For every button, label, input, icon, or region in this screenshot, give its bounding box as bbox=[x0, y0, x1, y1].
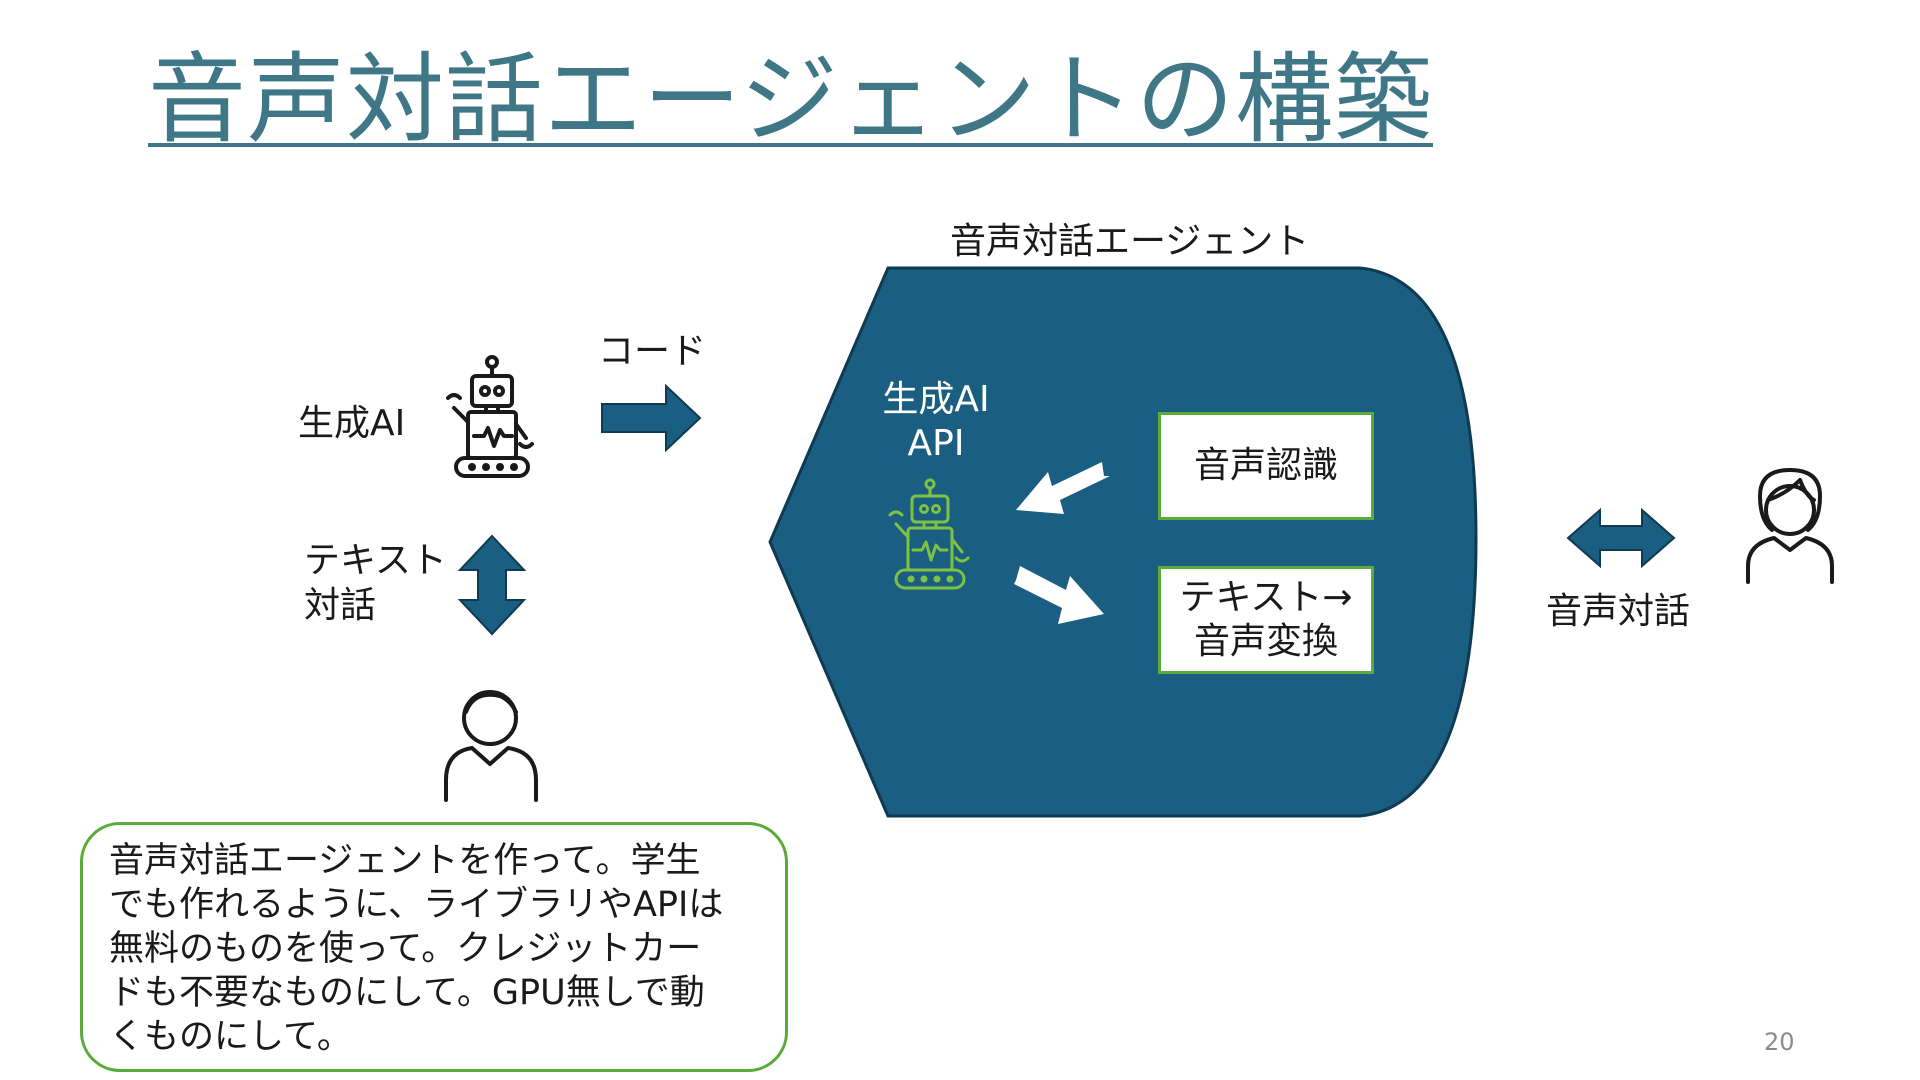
code-label: コード bbox=[598, 331, 707, 372]
text-chat-label-line: 対話 bbox=[304, 585, 377, 626]
robot-icon bbox=[446, 355, 534, 478]
text-to-speech-label: テキスト→ 音声変換 bbox=[1179, 576, 1352, 664]
text-chat-label-line: テキスト bbox=[304, 540, 447, 581]
text-to-speech-box: テキスト→ 音声変換 bbox=[1158, 566, 1374, 674]
person-icon bbox=[444, 690, 538, 802]
prompt-note: 音声対話エージェントを作って。学生 でも作れるように、ライブラリやAPIは 無料… bbox=[80, 822, 788, 1072]
genai-api-label-line: API bbox=[907, 423, 965, 464]
prompt-note-line: くものにして。 bbox=[109, 1017, 352, 1057]
api-to-tts-arrow bbox=[1014, 566, 1104, 624]
text-to-speech-label-line: テキスト→ bbox=[1179, 577, 1353, 618]
prompt-note-line: ドも不要なものにして。GPU無しで動 bbox=[109, 973, 705, 1013]
genai-label: 生成AI bbox=[298, 403, 406, 444]
text-to-speech-label-line: 音声変換 bbox=[1193, 621, 1338, 662]
voice-chat-label: 音声対話 bbox=[1546, 591, 1691, 632]
speech-recognition-box: 音声認識 bbox=[1158, 412, 1374, 520]
page-number: 20 bbox=[1764, 1028, 1795, 1056]
prompt-note-line: でも作れるように、ライブラリやAPIは bbox=[109, 885, 724, 925]
agent-title: 音声対話エージェント bbox=[950, 221, 1310, 262]
speech-recognition-label: 音声認識 bbox=[1193, 445, 1338, 486]
genai-api-label-line: 生成AI bbox=[882, 379, 990, 420]
asr-to-api-arrow bbox=[1016, 462, 1110, 514]
slide-title: 音声対話エージェントの構築 bbox=[148, 43, 1434, 157]
prompt-note-line: 音声対話エージェントを作って。学生 bbox=[109, 841, 701, 881]
genai-api-label: 生成AI API bbox=[874, 378, 998, 466]
person-female-icon bbox=[1746, 468, 1834, 584]
voice-chat-double-arrow bbox=[1566, 507, 1676, 569]
prompt-note-line: 無料のものを使って。クレジットカー bbox=[109, 929, 702, 969]
text-chat-double-arrow bbox=[457, 534, 527, 636]
agent-shape bbox=[768, 266, 1478, 818]
text-chat-label: テキスト 対話 bbox=[304, 538, 447, 628]
code-arrow bbox=[601, 383, 702, 453]
robot-icon bbox=[888, 478, 970, 590]
